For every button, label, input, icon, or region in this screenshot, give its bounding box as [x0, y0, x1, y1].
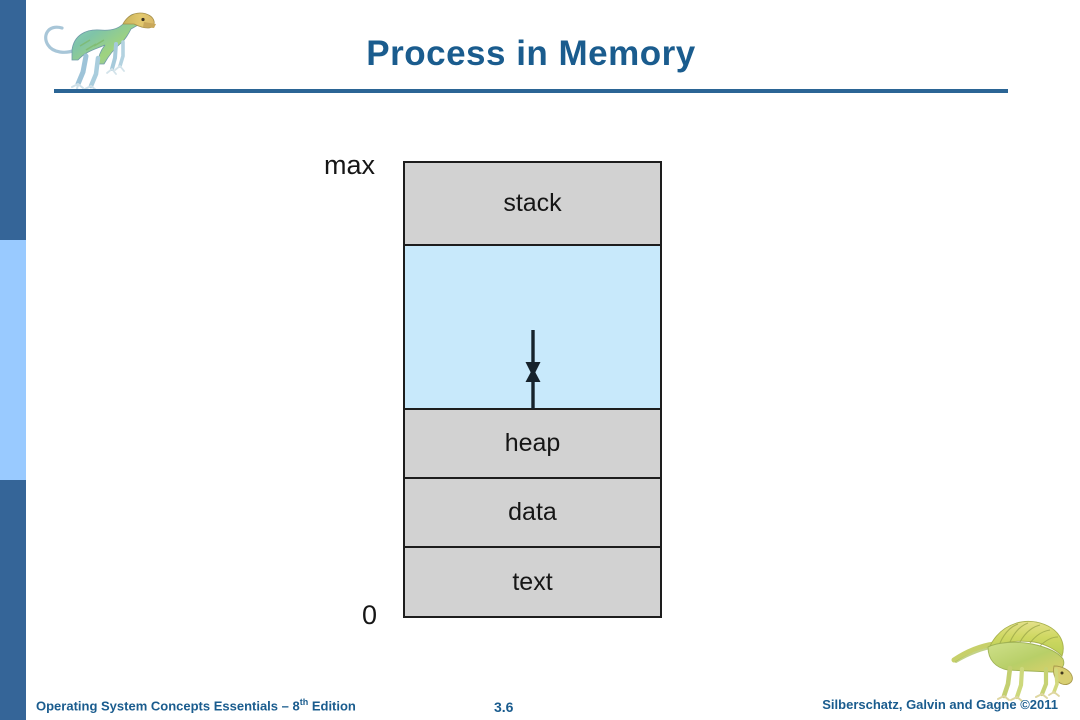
- memory-segment-data: data: [405, 479, 660, 548]
- segment-label-stack: stack: [503, 189, 562, 217]
- page-title: Process in Memory: [366, 34, 696, 73]
- footer-book-title: Operating System Concepts Essentials – 8…: [36, 697, 356, 713]
- memory-segment-free-space: [405, 246, 660, 410]
- title-divider: [54, 89, 1008, 93]
- footer-edition-ordinal: th: [299, 697, 309, 707]
- dinosaur-icon: [44, 12, 156, 91]
- segment-label-data: data: [508, 498, 557, 526]
- footer-book-title-text: Operating System Concepts Essentials – 8: [36, 698, 300, 714]
- process-memory-layout: stack heap data text: [403, 161, 662, 618]
- footer-copyright: Silberschatz, Galvin and Gagne ©2011: [822, 697, 1058, 712]
- memory-segment-stack: stack: [405, 163, 660, 246]
- rail-band-top: [0, 0, 26, 240]
- address-label-zero: 0: [362, 600, 378, 630]
- address-label-max: max: [324, 150, 376, 180]
- slide-number: 3.6: [494, 699, 514, 715]
- rail-band-bottom: [0, 480, 26, 720]
- dinosaur-icon: [951, 620, 1073, 702]
- memory-segment-heap: heap: [405, 410, 660, 479]
- left-color-rail: [0, 0, 26, 720]
- rail-band-middle: [0, 240, 26, 480]
- memory-segment-text: text: [405, 548, 660, 616]
- heap-grows-up-arrow: [525, 368, 540, 409]
- footer-edition-suffix: Edition: [308, 698, 356, 714]
- segment-label-heap: heap: [504, 429, 561, 457]
- segment-label-text: text: [512, 567, 553, 596]
